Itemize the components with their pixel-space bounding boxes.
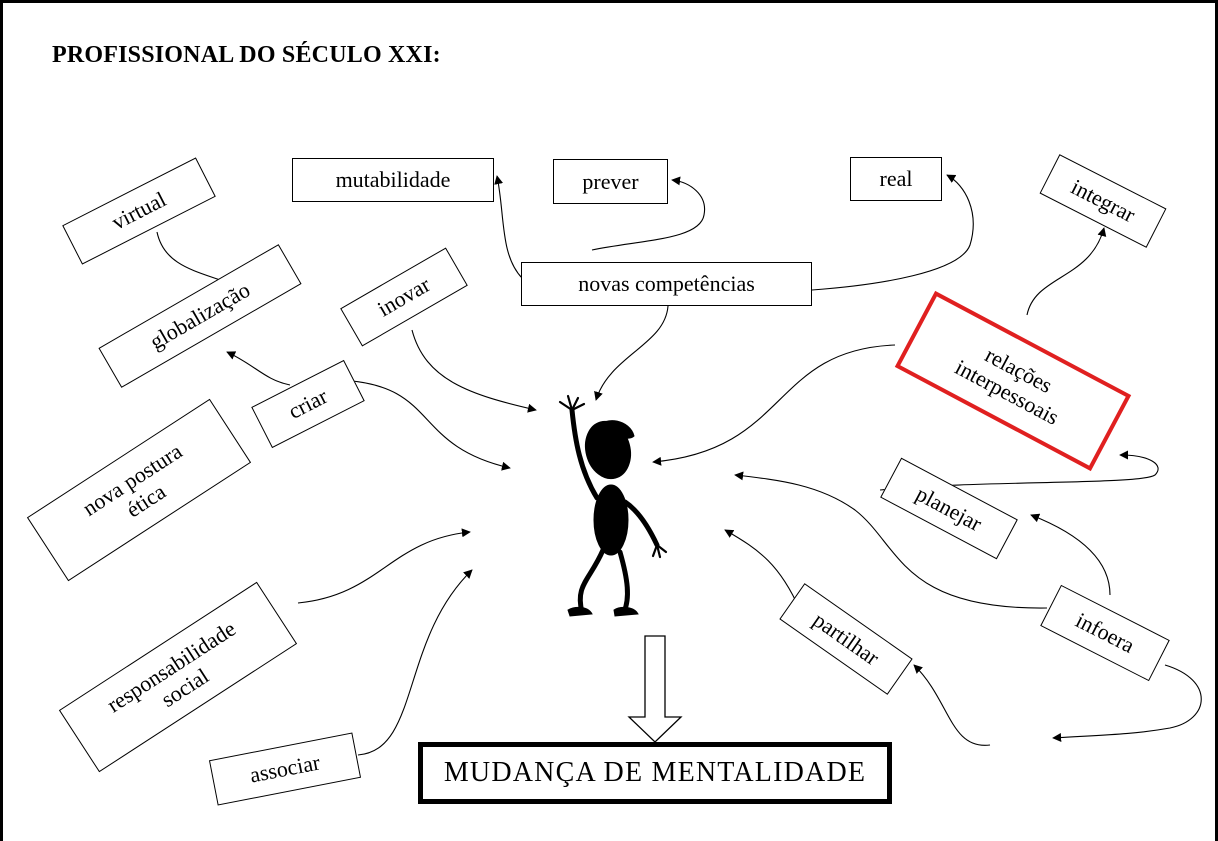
diagram-title: PROFISSIONAL DO SÉCULO XXI: [52,42,441,68]
connector-infoera-figure [734,471,1048,609]
connector-inovar-figure [411,329,537,413]
connector-responsabilidade-figure [297,528,471,604]
connector-competencias-real [811,174,974,291]
connector-associar-figure [357,569,473,756]
node-mutabilidade: mutabilidade [292,158,494,202]
connector-competencias-figure [594,305,669,401]
connector-criar-figure [339,379,511,471]
connector-partilhar-figure [724,529,801,611]
connector-competencias-prever [591,176,706,251]
connector-infoera-partilhar [913,664,991,746]
connector-relacoes-integrar [1026,227,1107,316]
connector-relacoes-figure [652,344,896,466]
node-prever: prever [553,159,668,204]
node-novas-competencias: novas competências [521,262,812,306]
connector-infoera-loop [1052,664,1202,742]
node-real: real [850,157,942,201]
node-mudanca-de-mentalidade: MUDANÇA DE MENTALIDADE [418,742,892,804]
connector-criar-globalizacao [226,351,291,386]
connector-infoera-planejar [1030,513,1111,596]
stick-figure-icon [558,394,668,617]
down-arrow-icon [627,635,683,743]
connector-competencias-mutabilidade [494,175,523,279]
